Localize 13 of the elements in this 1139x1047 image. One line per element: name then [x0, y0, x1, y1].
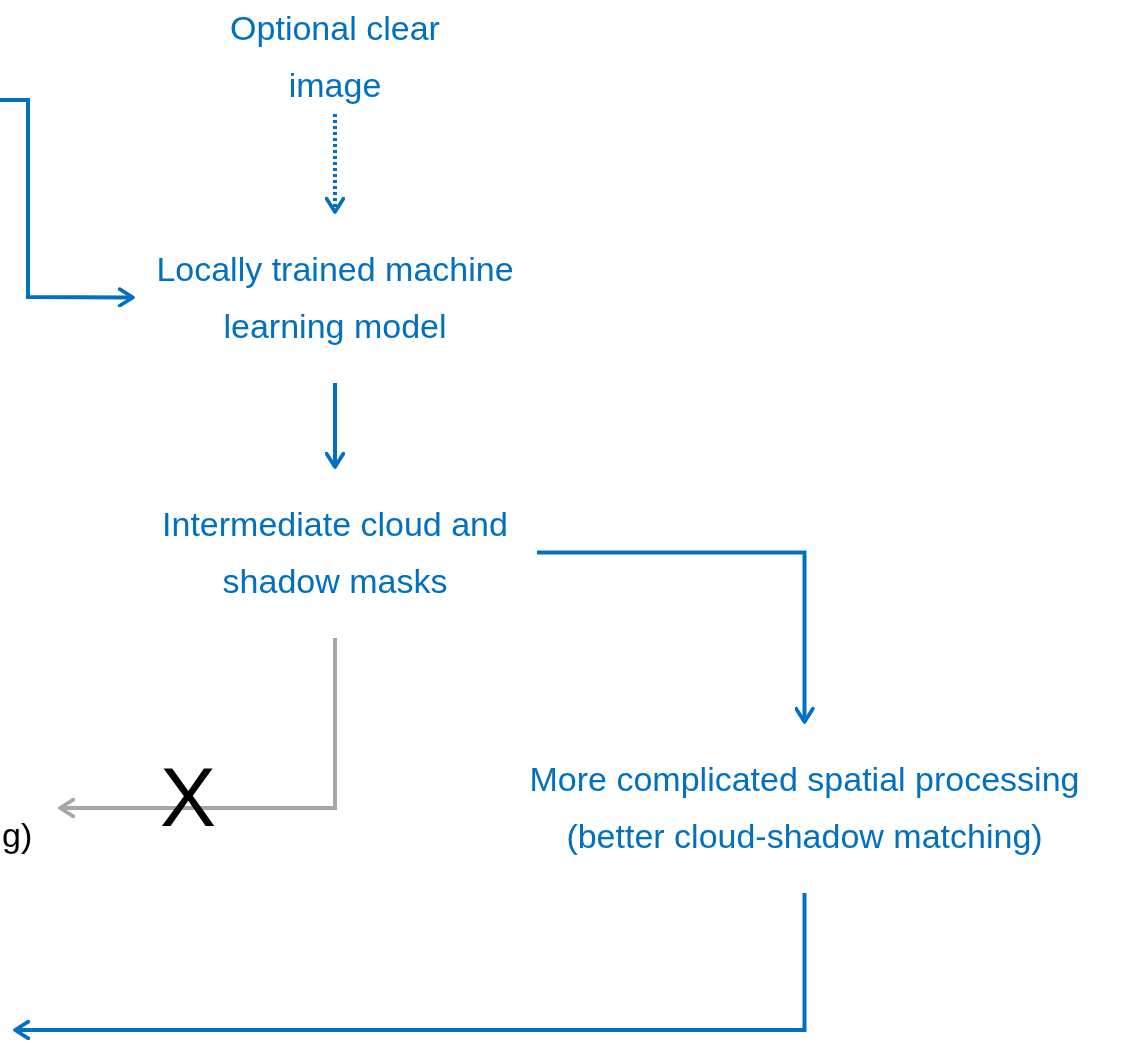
node-text: Optional clear image — [229, 8, 441, 106]
arrow — [0, 98, 135, 308]
node-text: Locally trained machine learning model — [155, 248, 515, 347]
node-text: (better cloud-shadow matching) — [566, 815, 1043, 857]
arrow — [324, 383, 346, 469]
dashed-arrow — [324, 114, 346, 214]
arrow — [537, 550, 815, 724]
node-text: Intermediate cloud and shadow masks — [161, 503, 509, 602]
arrow — [58, 638, 337, 819]
arrow — [13, 893, 807, 1041]
label-text: g) — [2, 818, 33, 852]
node-text: More complicated spatial processing — [529, 758, 1080, 800]
cross-mark: X — [160, 755, 217, 839]
